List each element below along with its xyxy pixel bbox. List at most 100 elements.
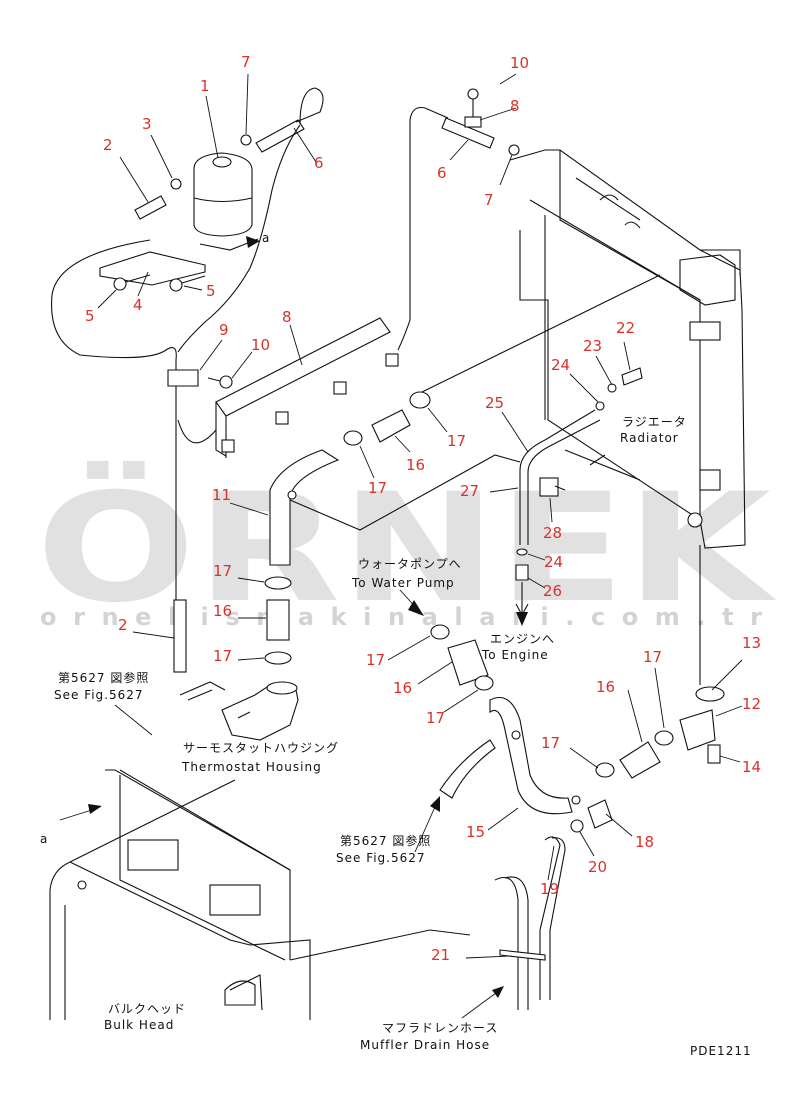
bulkhead-label-jp: バルクヘッド	[108, 1002, 186, 1016]
part-number-12: 12	[742, 695, 761, 713]
part-number-28: 28	[543, 524, 562, 542]
radiator	[509, 149, 746, 549]
part-numbers: 1 7 3 2 6 10 8 6 7 a 5 4 5 8 9 10 22 23 …	[40, 53, 761, 964]
bracket-4	[99, 251, 206, 292]
engine-label-en: To Engine	[481, 648, 549, 662]
part-number-11: 11	[212, 486, 231, 504]
overflow-tube-right	[397, 106, 449, 351]
drawing-code: PDE1211	[690, 1044, 752, 1058]
hose-2-lower	[173, 599, 187, 673]
thermostat-label-jp: サーモスタットハウジング	[183, 741, 339, 755]
muffler-label-en: Muffler Drain Hose	[360, 1038, 490, 1052]
part-number-16: 16	[406, 456, 425, 474]
fig-ref-left-en: See Fig.5627	[54, 688, 144, 702]
hose-16-pump	[430, 624, 494, 691]
muffler-label-jp: マフラドレンホース	[382, 1021, 498, 1035]
bracket-8-long	[215, 317, 399, 458]
part-number-24: 24	[551, 356, 570, 374]
part-number-25: 25	[485, 394, 504, 412]
pipe-fig5627-left	[179, 681, 226, 696]
fig-ref-left-jp: 第5627 図参照	[58, 670, 149, 685]
part-number-17: 17	[368, 479, 387, 497]
fittings-18-20	[570, 799, 613, 833]
water-pump-label-jp: ウォータポンプへ	[358, 557, 462, 571]
part-number-15: 15	[466, 823, 485, 841]
thermostat-housing	[221, 681, 299, 741]
watermark-url: ornekismakinalari.com.tr	[40, 603, 762, 631]
drain-assembly	[515, 367, 643, 617]
leader-lines	[59, 73, 743, 1019]
hose-15	[439, 696, 581, 815]
clips-3-7	[170, 134, 252, 190]
part-number-17: 17	[447, 432, 466, 450]
radiator-upper-tube	[419, 274, 661, 394]
overflow-tube-loop	[177, 419, 217, 444]
part-number-17: 17	[213, 562, 232, 580]
bulkhead	[49, 769, 471, 1020]
part-number-7: 7	[484, 191, 494, 209]
part-number-27: 27	[460, 482, 479, 500]
hose-11	[269, 449, 340, 566]
hose-16-upper	[343, 391, 431, 446]
part-number-2: 2	[103, 136, 113, 154]
part-number-14: 14	[742, 758, 761, 776]
part-number-17: 17	[426, 709, 445, 727]
part-number-18: 18	[635, 833, 654, 851]
part-number-17: 17	[366, 651, 385, 669]
fig-ref-mid-jp: 第5627 図参照	[340, 833, 431, 848]
part-number-17: 17	[643, 648, 662, 666]
hose-16-left	[264, 576, 292, 665]
reserve-tank	[193, 152, 253, 237]
vent-tube	[289, 454, 521, 531]
part-number-16: 16	[213, 602, 232, 620]
part-number-2: 2	[118, 616, 128, 634]
part-number-22: 22	[616, 319, 635, 337]
part-number-16: 16	[393, 679, 412, 697]
part-number-19: 19	[540, 880, 559, 898]
watermark: ÖRNEK ornekismakinalari.com.tr	[36, 460, 777, 636]
overflow-tube-mid	[177, 124, 301, 353]
elbow-12	[679, 686, 725, 764]
engine-label-jp: エンジンへ	[490, 632, 555, 646]
part-number-20: 20	[588, 858, 607, 876]
radiator-label-jp: ラジエータ	[622, 415, 687, 429]
part-number-3: 3	[142, 115, 152, 133]
part-number-13: 13	[742, 634, 761, 652]
part-number-9: 9	[219, 321, 229, 339]
ref-letter-a: a	[40, 832, 48, 846]
part-number-26: 26	[543, 582, 562, 600]
part-number-6: 6	[314, 154, 324, 172]
part-number-16: 16	[596, 678, 615, 696]
part-number-8: 8	[282, 308, 292, 326]
hose-6-left	[255, 87, 324, 153]
part-number-5: 5	[85, 307, 95, 325]
part-number-5: 5	[206, 282, 216, 300]
part-number-6: 6	[437, 164, 447, 182]
callout-labels: ラジエータ Radiator ウォータポンプへ To Water Pump エン…	[54, 415, 752, 1058]
overflow-tube-left	[51, 239, 177, 620]
part-number-17: 17	[213, 647, 232, 665]
part-number-10: 10	[251, 336, 270, 354]
part-number-21: 21	[431, 946, 450, 964]
hose-2-upper	[134, 195, 167, 220]
hose-16-right	[595, 730, 674, 779]
part-number-4: 4	[133, 296, 143, 314]
hose-6-right	[441, 88, 520, 156]
part-number-8: 8	[510, 97, 520, 115]
part-number-7: 7	[241, 53, 251, 71]
clamp-9	[167, 369, 233, 389]
part-number-10: 10	[510, 54, 529, 72]
part-number-1: 1	[200, 77, 210, 95]
part-number-23: 23	[583, 337, 602, 355]
radiator-label-en: Radiator	[620, 431, 679, 445]
thermostat-label-en: Thermostat Housing	[181, 760, 322, 774]
ref-letter-a: a	[262, 231, 270, 245]
muffler-drain-hoses	[494, 836, 566, 1010]
fig-ref-mid-en: See Fig.5627	[336, 851, 426, 865]
water-pump-label-en: To Water Pump	[351, 576, 455, 590]
part-number-17: 17	[541, 734, 560, 752]
bulkhead-label-en: Bulk Head	[104, 1018, 174, 1032]
part-number-24: 24	[544, 553, 563, 571]
